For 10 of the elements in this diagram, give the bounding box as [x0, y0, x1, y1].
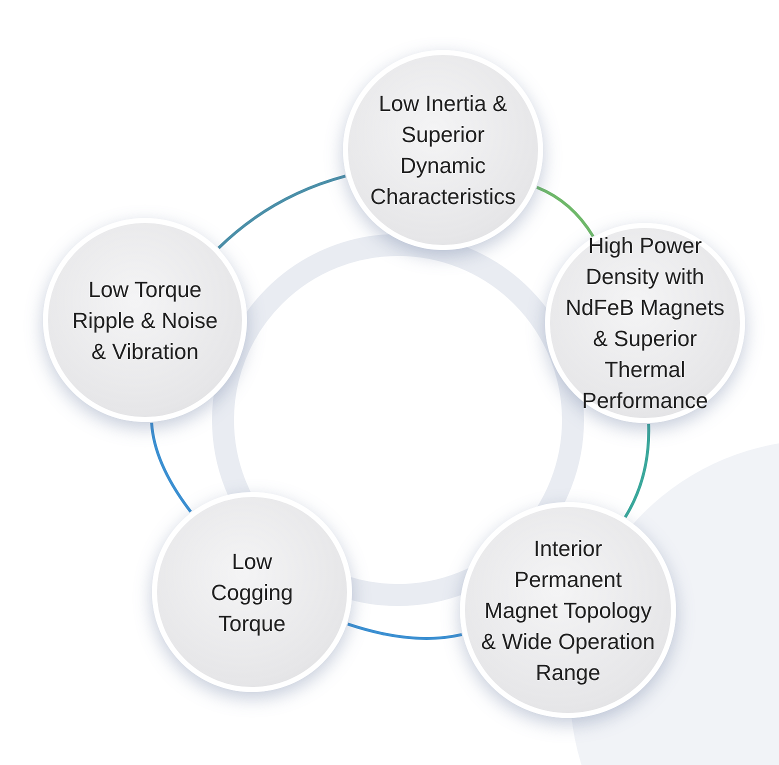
- node-label: Low Inertia & Superior Dynamic Characteristics: [369, 90, 517, 211]
- connector-arc: [347, 622, 462, 640]
- connector-arc: [218, 174, 346, 250]
- node-label: Low Torque Ripple & Noise & Vibration: [71, 276, 219, 366]
- connector-arc: [624, 424, 650, 518]
- node-label: Low Cogging Torque: [210, 548, 294, 638]
- node-label: High Power Density with NdFeB Magnets & Superior Thermal Performance: [564, 232, 726, 415]
- connector-arc: [536, 186, 594, 238]
- connector-arc: [150, 422, 192, 513]
- node-label: Interior Permanent Magnet Topology & Wide Operation Range: [480, 534, 656, 687]
